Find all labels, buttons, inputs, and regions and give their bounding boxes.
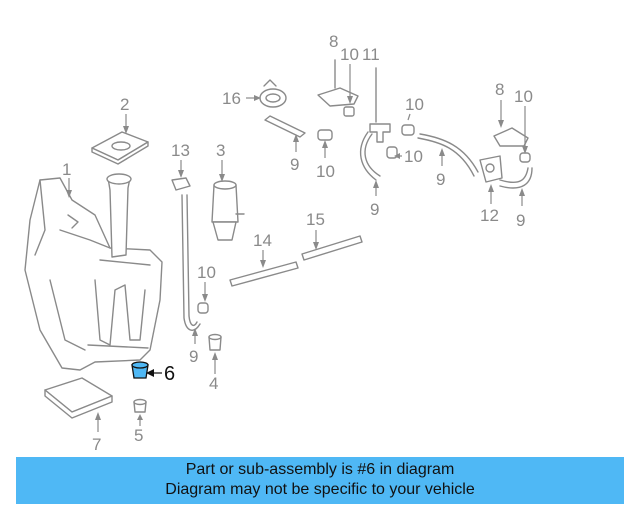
parts-diagram: 1 2 3 4 5 6 7 8 8 9 9 9 9 9 10 10 10 10 — [24, 32, 533, 454]
callout-9b: 9 — [370, 200, 379, 219]
tank-grommet — [133, 398, 147, 413]
hose-14 — [229, 261, 299, 287]
callout-11: 11 — [362, 45, 380, 64]
callout-9e: 9 — [189, 347, 198, 366]
callout-12: 12 — [480, 206, 499, 225]
callout-9a: 9 — [290, 155, 299, 174]
hose-15 — [301, 235, 363, 261]
banner-line-2: Diagram may not be specific to your vehi… — [165, 481, 475, 498]
pump-grommet — [208, 333, 222, 351]
hose-far-right — [499, 167, 533, 189]
connector-10e — [519, 152, 531, 163]
connector-10d — [386, 146, 398, 159]
washer-nozzle-right — [493, 127, 529, 147]
hose-upper-mid — [359, 131, 381, 181]
callout-10e: 10 — [514, 87, 533, 106]
nozzle-grommet-16 — [259, 79, 287, 108]
washer-pump — [211, 180, 245, 241]
callout-16: 16 — [222, 89, 241, 108]
callout-2: 2 — [120, 95, 129, 114]
callout-1: 1 — [62, 160, 71, 179]
callout-9d: 9 — [516, 211, 525, 230]
connector-10b — [317, 129, 333, 141]
connector-10c — [401, 124, 415, 136]
reservoir-cap — [91, 131, 149, 165]
hose-vertical — [181, 194, 201, 331]
callout-10f: 10 — [197, 263, 216, 282]
foam-pad — [44, 377, 113, 419]
washer-nozzle-left — [317, 59, 359, 107]
callout-6: 6 — [164, 363, 175, 385]
connector-10a — [343, 106, 355, 117]
callout-5: 5 — [134, 426, 143, 445]
callout-10d: 10 — [404, 147, 423, 166]
check-valve — [479, 155, 503, 183]
t-connector — [369, 67, 391, 143]
callout-14: 14 — [253, 231, 272, 250]
callout-4: 4 — [209, 374, 218, 393]
banner-line-1: Part or sub-assembly is #6 in diagram — [185, 461, 455, 478]
callout-8b: 8 — [495, 80, 504, 99]
callouts: 1 2 3 4 5 6 7 8 8 9 9 9 9 9 10 10 10 10 — [62, 32, 533, 454]
callout-3: 3 — [216, 141, 225, 160]
connector-10f — [197, 302, 209, 314]
callout-10c: 10 — [405, 95, 424, 114]
callout-9c: 9 — [436, 170, 445, 189]
callout-10a: 10 — [340, 45, 359, 64]
callout-10b: 10 — [316, 162, 335, 181]
callout-13: 13 — [171, 141, 190, 160]
washer-reservoir — [24, 173, 163, 371]
hose-clip — [171, 177, 191, 191]
callout-15: 15 — [306, 210, 325, 229]
info-banner: Part or sub-assembly is #6 in diagram Di… — [16, 457, 624, 504]
part-6-seal — [131, 361, 149, 379]
hose-upper-left — [264, 115, 306, 138]
callout-8a: 8 — [329, 32, 338, 51]
callout-7: 7 — [92, 435, 101, 454]
hose-right — [417, 133, 479, 177]
